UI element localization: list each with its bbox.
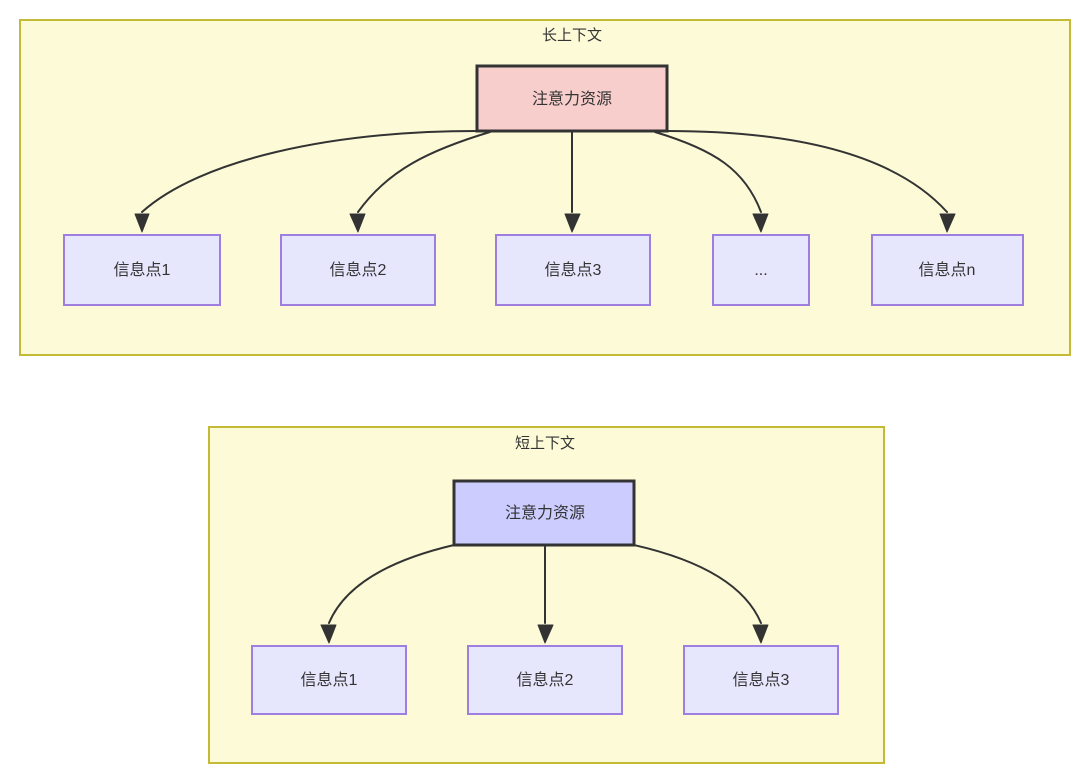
node-attention-long[interactable]: 注意力资源: [475, 64, 669, 133]
node-s-info-1[interactable]: 信息点1: [251, 645, 407, 715]
edge-group-long-context: [134, 130, 956, 233]
arrowhead-info-ellipsis: [752, 213, 769, 233]
group-title-long-context: 长上下文: [542, 27, 602, 44]
edge-attention-to-s-info-3: [633, 544, 762, 624]
node-label-s-info-3: 信息点3: [733, 671, 790, 689]
node-info-2[interactable]: 信息点2: [280, 234, 436, 306]
group-short-context[interactable]: 短上下文 注意力资源 信息点1 信息点: [208, 426, 885, 764]
node-rect-info-1[interactable]: [63, 234, 221, 306]
node-rect-s-info-1[interactable]: [251, 645, 407, 715]
node-rect-attention-short[interactable]: [452, 479, 636, 547]
node-rect-info-2[interactable]: [280, 234, 436, 306]
node-info-1[interactable]: 信息点1: [63, 234, 221, 306]
edge-attention-to-info-2: [357, 131, 491, 213]
node-s-info-3[interactable]: 信息点3: [683, 645, 839, 715]
node-label-info-2: 信息点2: [330, 261, 387, 279]
node-attention-short[interactable]: 注意力资源: [452, 479, 636, 547]
node-s-info-2[interactable]: 信息点2: [467, 645, 623, 715]
edge-group-short-context: [320, 544, 769, 644]
node-rect-s-info-2[interactable]: [467, 645, 623, 715]
node-info-ellipsis[interactable]: ...: [712, 234, 810, 306]
group-long-context[interactable]: 长上下文 注意力资源 信息: [19, 19, 1071, 356]
arrowhead-info-2: [349, 213, 366, 233]
node-rect-info-3[interactable]: [495, 234, 651, 306]
node-label-info-3: 信息点3: [545, 261, 602, 279]
edge-attention-to-info-ellipsis: [654, 131, 762, 213]
arrowhead-s-info-3: [752, 624, 769, 644]
node-label-info-1: 信息点1: [114, 261, 171, 279]
arrowhead-info-3: [564, 213, 581, 233]
node-rect-info-n[interactable]: [871, 234, 1024, 306]
node-label-attention-short: 注意力资源: [505, 503, 585, 522]
arrowhead-info-n: [939, 213, 956, 233]
arrowhead-info-1: [134, 213, 150, 233]
node-rect-info-ellipsis[interactable]: [712, 234, 810, 306]
node-info-n[interactable]: 信息点n: [871, 234, 1024, 306]
node-info-3[interactable]: 信息点3: [495, 234, 651, 306]
edge-attention-to-s-info-1: [328, 544, 455, 624]
edge-attention-to-info-n: [666, 130, 948, 213]
arrowhead-s-info-2: [537, 624, 554, 644]
node-label-attention-long: 注意力资源: [532, 89, 612, 108]
node-label-s-info-1: 信息点1: [301, 671, 358, 689]
group-title-short-context: 短上下文: [515, 435, 575, 452]
node-label-s-info-2: 信息点2: [517, 671, 574, 689]
node-rect-s-info-3[interactable]: [683, 645, 839, 715]
node-label-info-n: 信息点n: [919, 261, 976, 279]
arrowhead-s-info-1: [320, 624, 337, 644]
edge-attention-to-info-1: [141, 130, 478, 213]
node-label-info-ellipsis: ...: [754, 262, 767, 279]
node-rect-attention-long[interactable]: [475, 64, 669, 133]
